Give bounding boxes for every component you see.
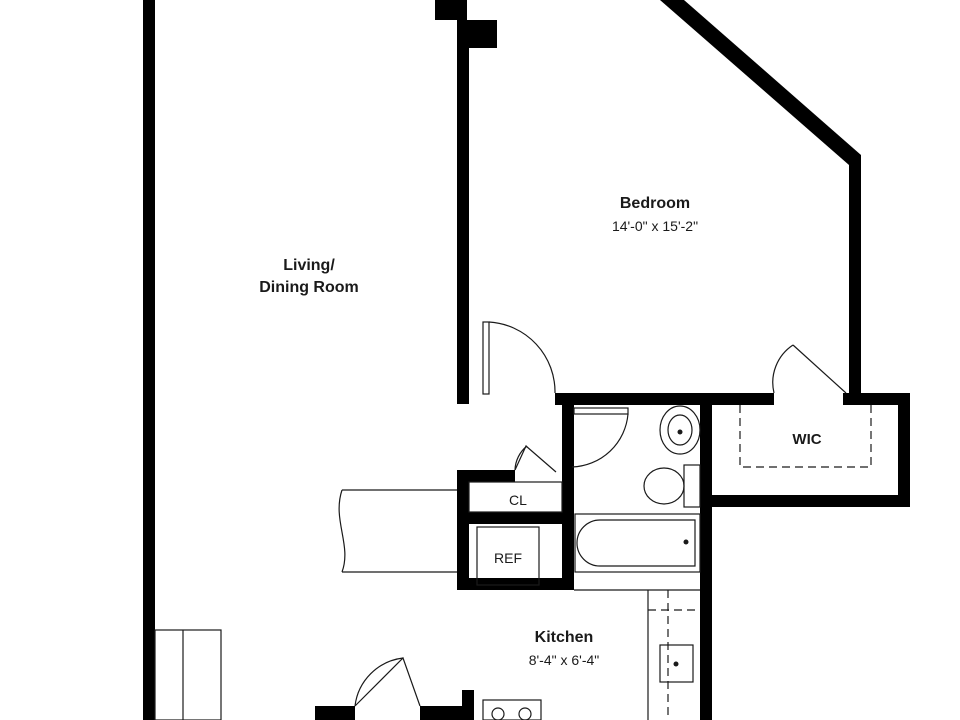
bedroom-dims: 14'-0" x 15'-2"	[612, 218, 698, 234]
pass-through-wall	[338, 489, 457, 573]
fixture-dots	[673, 429, 689, 667]
closet-west-wall	[457, 470, 469, 590]
top-wall-stub	[435, 0, 467, 20]
closet-south-wall	[457, 512, 574, 524]
kitchen-sink	[659, 644, 694, 683]
bath-east-wall	[700, 393, 712, 720]
ref-south-wall	[457, 578, 574, 590]
kitchen-dims: 8'-4" x 6'-4"	[529, 652, 600, 668]
bedroom-door	[482, 321, 556, 395]
wic-name: WIC	[792, 431, 821, 448]
kitchen-counter-dashes	[648, 590, 700, 720]
living-name-line2: Dining Room	[259, 279, 359, 296]
bath-sink-inner	[667, 414, 693, 446]
bath-wall-stub	[562, 405, 574, 415]
living-name-line1: Living/	[283, 257, 335, 274]
bedroom-east-wall	[849, 155, 861, 405]
burner-2	[518, 707, 532, 720]
dashed-lines	[648, 405, 872, 720]
sink-drain	[677, 429, 683, 435]
kitchen-bottom-wall-a	[315, 706, 355, 720]
bedroom-west-wall	[457, 20, 469, 404]
closet-interior	[468, 481, 563, 513]
living-window-frame	[154, 629, 222, 720]
closet-north-wall	[457, 470, 515, 482]
left-exterior-wall	[143, 0, 155, 720]
kitchen-wall-stub	[462, 690, 474, 720]
wic-south-wall	[700, 495, 910, 507]
walls	[143, 0, 910, 720]
bathtub	[574, 513, 701, 573]
stove-burners	[491, 707, 532, 720]
bath-west-wall	[562, 393, 574, 585]
wic-door	[772, 344, 847, 394]
burner-1	[491, 707, 505, 720]
wic-shelf-dashes	[739, 405, 872, 468]
bedroom-diagonal-wall	[660, 0, 861, 165]
bedroom-name: Bedroom	[620, 195, 690, 212]
kitchen-sink-drain	[673, 661, 679, 667]
toilet-tank	[683, 464, 701, 508]
refrigerator-box	[476, 526, 540, 586]
wic-east-wall	[898, 393, 910, 507]
toilet-bowl	[643, 467, 685, 505]
fixtures	[154, 405, 701, 720]
refrigerator-label: REF	[494, 550, 522, 566]
stove	[482, 699, 542, 720]
entry-door	[354, 656, 421, 707]
tub-drain	[683, 539, 689, 545]
closet-label: CL	[509, 492, 527, 508]
bathtub-basin	[576, 519, 696, 567]
bath-sink	[659, 405, 701, 455]
kitchen-bottom-wall-b	[420, 706, 470, 720]
kitchen-name: Kitchen	[535, 629, 594, 646]
closet-door	[514, 445, 557, 473]
bath-door	[571, 407, 629, 468]
doors	[354, 321, 847, 707]
bedroom-south-wall-a	[555, 393, 774, 405]
